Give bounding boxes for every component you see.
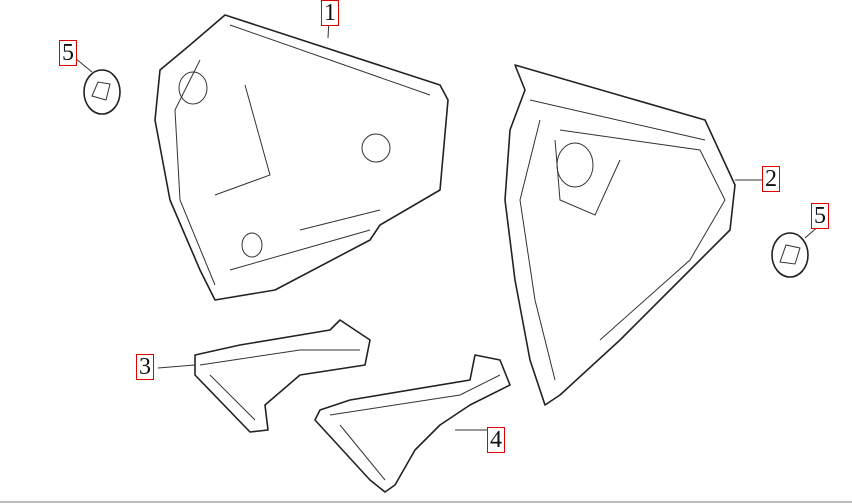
callout-2: 2 [762,166,780,192]
callout-5-right: 5 [811,203,829,229]
callout-3: 3 [136,354,154,380]
part-5-emblem-right [771,224,821,278]
part-4-bracket [314,354,511,493]
part-2-right-side-cover [504,64,765,406]
callout-5-left: 5 [59,40,77,66]
part-5-emblem-left [74,57,121,115]
callout-1: 1 [321,0,339,26]
part-3-bracket [157,319,371,433]
part-1-left-side-cover [154,0,449,301]
bottom-divider [0,501,852,503]
callout-4: 4 [487,427,505,453]
